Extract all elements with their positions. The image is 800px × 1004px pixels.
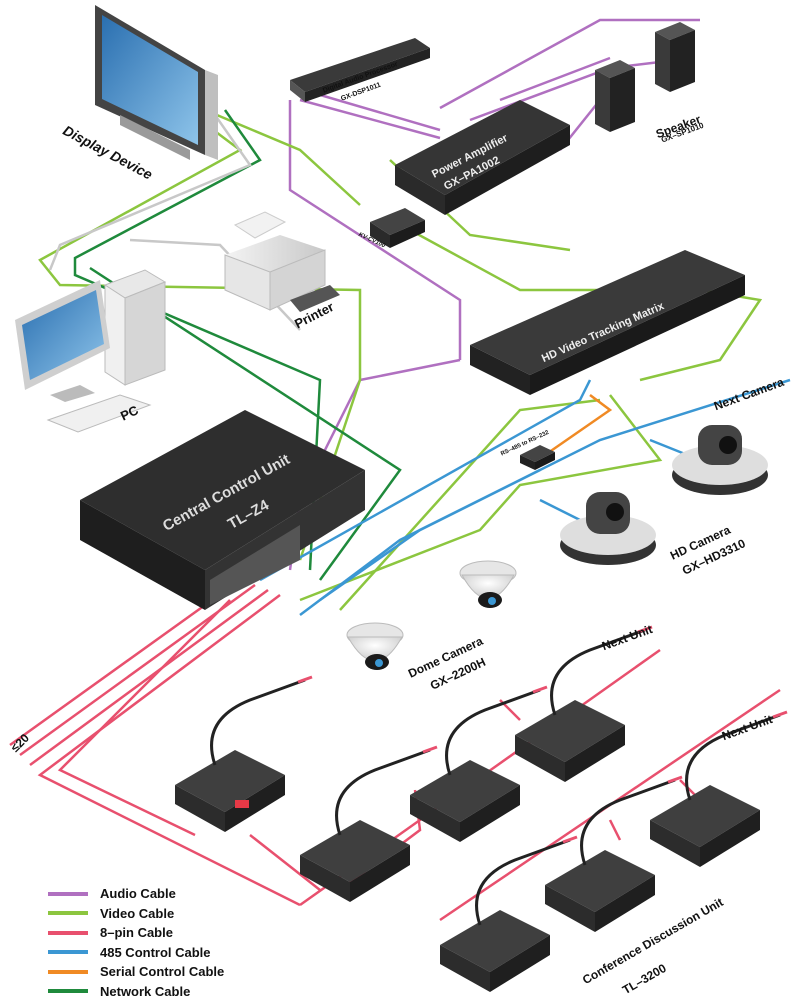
legend-label: Serial Control Cable xyxy=(100,964,225,980)
dsp-device xyxy=(290,38,430,102)
power-amplifier xyxy=(395,100,570,215)
conference-unit xyxy=(650,710,788,867)
legend-swatch xyxy=(48,989,88,994)
conference-unit xyxy=(440,835,578,992)
conference-unit xyxy=(410,685,548,842)
legend-swatch xyxy=(48,950,88,955)
legend-item-video: Video Cable xyxy=(48,904,224,924)
legend-item-network: Network Cable xyxy=(48,982,224,1002)
legend-label: Video Cable xyxy=(100,905,175,921)
conference-unit xyxy=(175,675,313,832)
legend-swatch xyxy=(48,930,88,935)
legend-label: Network Cable xyxy=(100,983,191,999)
central-control-unit xyxy=(80,410,365,610)
dome-camera xyxy=(346,560,517,670)
hd-camera xyxy=(560,425,768,565)
printer xyxy=(224,211,340,312)
display-device xyxy=(95,5,218,160)
network-cables xyxy=(73,109,402,581)
legend-label: 8–pin Cable xyxy=(100,925,173,941)
legend-item-serial: Serial Control Cable xyxy=(48,962,224,982)
legend-swatch xyxy=(48,969,88,974)
conference-unit xyxy=(300,745,438,902)
speaker-pair xyxy=(595,22,695,132)
conference-units xyxy=(175,625,788,992)
ctrl485-cables xyxy=(259,378,791,616)
cable-legend: Audio Cable Video Cable 8–pin Cable 485 … xyxy=(48,884,224,1001)
conference-unit xyxy=(545,775,683,932)
chairman-button xyxy=(235,800,249,808)
conference-unit xyxy=(515,625,653,782)
legend-label: Audio Cable xyxy=(100,886,176,902)
kv-converter xyxy=(370,208,425,248)
legend-label: 485 Control Cable xyxy=(100,944,211,960)
legend-item-8pin: 8–pin Cable xyxy=(48,923,224,943)
legend-item-audio: Audio Cable xyxy=(48,884,224,904)
video-matrix xyxy=(470,250,745,395)
serial-cables xyxy=(544,394,613,457)
rs485-converter xyxy=(520,445,555,470)
pc xyxy=(15,269,167,433)
legend-swatch xyxy=(48,911,88,916)
legend-item-485: 485 Control Cable xyxy=(48,943,224,963)
legend-swatch xyxy=(48,891,88,896)
